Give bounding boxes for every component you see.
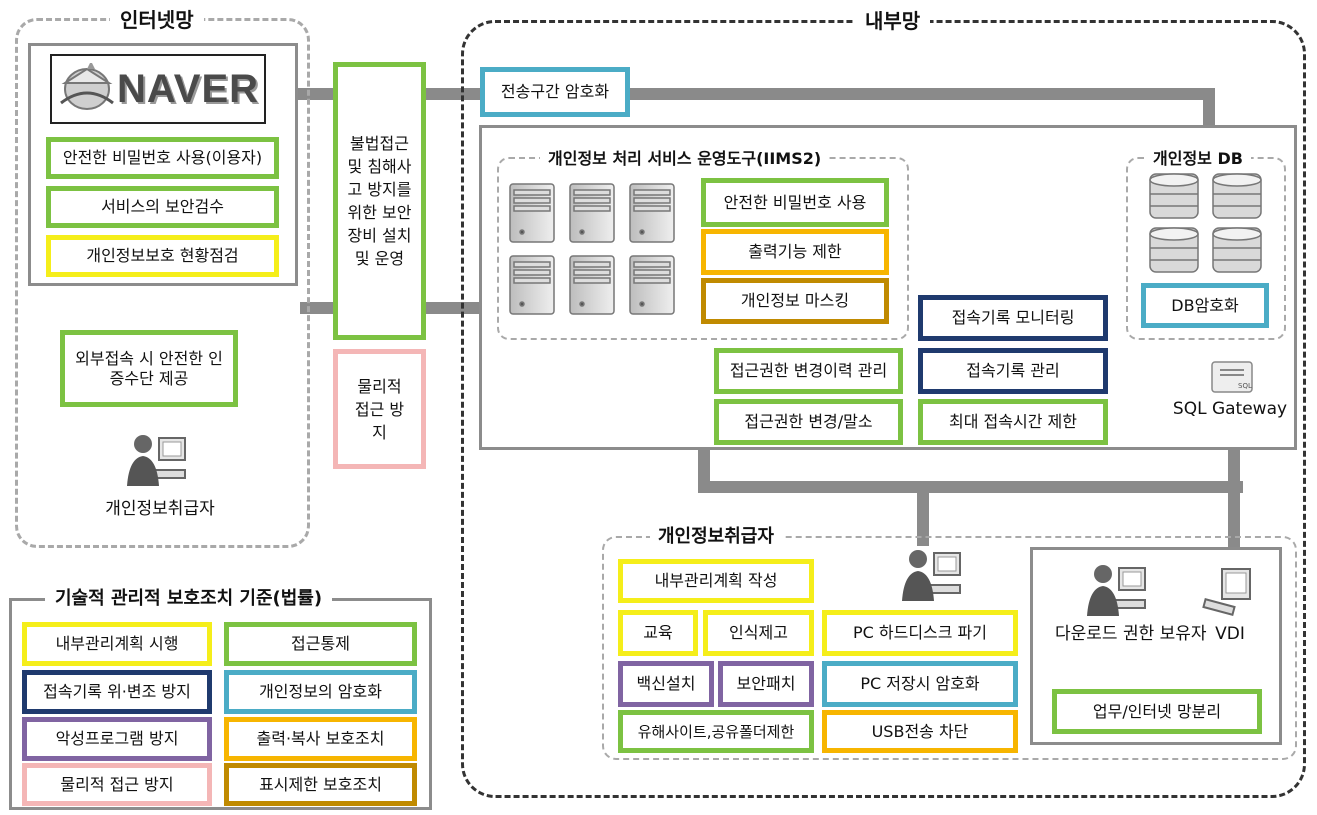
sql-gateway-icon: SQL [1211,361,1253,393]
access-right-revoke-badge: 접근권한 변경/말소 [714,399,903,445]
iims-item-safe-password: 안전한 비밀번호 사용 [701,178,889,227]
internet-external-auth: 외부접속 시 안전한 인증수단 제공 [60,330,238,407]
legend-internal-plan: 내부관리계획 시행 [22,622,212,666]
internet-zone-title: 인터넷망 [110,7,204,33]
internet-item-safe-password-user: 안전한 비밀번호 사용(이용자) [46,137,279,179]
network-separation-badge: 업무/인터넷 망분리 [1052,689,1262,734]
naver-logo: NAVER [50,54,266,124]
legend-physical-access: 물리적 접근 방지 [22,763,212,806]
access-right-change-history-badge: 접근권한 변경이력 관리 [714,348,903,394]
max-session-time-badge: 최대 접속시간 제한 [918,399,1108,445]
vdi-terminal-icon [1202,568,1251,616]
pipe-transmission-to-internal [1203,88,1215,128]
server-cluster-icon [509,183,675,315]
iims-title: 개인정보 처리 서비스 운영도구(IIMS2) [540,146,830,172]
vdi-label: VDI [1215,624,1245,644]
antivirus-badge: 백신설치 [618,661,714,707]
sql-gateway-label: SQL Gateway [1172,399,1288,419]
handler-group [602,536,1297,760]
transmission-encryption-badge: 전송구간 암호화 [480,67,630,117]
access-log-management-badge: 접속기록 관리 [918,348,1108,394]
handler-title: 개인정보취급자 [650,524,782,550]
legend-log-tamper-prevention: 접속기록 위·변조 방지 [22,670,212,714]
internal-plan-writing-badge: 내부관리계획 작성 [618,559,814,603]
download-holder-label: 다운로드 권한 보유자 [1055,624,1207,644]
legend-malware-prevention: 악성프로그램 방지 [22,717,212,761]
database-icon [1149,173,1262,273]
harmful-site-block-badge: 유해사이트,공유폴더제한 [618,710,814,753]
internet-item-privacy-status-check: 개인정보보호 현황점검 [46,235,279,277]
legend-title: 기술적 관리적 보호조치 기준(법률) [45,586,333,612]
iims-item-data-masking: 개인정보 마스킹 [701,278,889,324]
awareness-badge: 인식제고 [703,610,814,656]
physical-access-badge: 물리적 접근 방지 [333,349,426,469]
legend-output-copy-protection: 출력·복사 보호조치 [224,717,417,761]
naver-helmet-icon [60,63,114,110]
pipe-gateway-to-vdi [1228,420,1240,570]
security-patch-badge: 보안패치 [718,661,814,707]
internet-item-service-security-review: 서비스의 보안검수 [46,186,279,228]
legend-display-restriction: 표시제한 보호조치 [224,763,417,806]
db-title: 개인정보 DB [1145,146,1251,172]
internet-handler-label: 개인정보취급자 [105,499,215,519]
access-log-monitoring-badge: 접속기록 모니터링 [918,295,1108,341]
pipe-bus-horizontal [698,481,1243,493]
pc-storage-encryption-badge: PC 저장시 암호화 [822,661,1018,707]
legend-encryption: 개인정보의 암호화 [224,670,417,714]
iims-item-output-restriction: 출력기능 제한 [701,229,889,275]
legend-access-control: 접근통제 [224,622,417,666]
handler-person-computer-icon [902,550,961,601]
usb-transfer-block-badge: USB전송 차단 [822,710,1018,753]
pc-hdd-destruction-badge: PC 하드디스크 파기 [822,610,1018,656]
db-encryption-badge: DB암호화 [1141,283,1269,328]
education-badge: 교육 [618,610,698,656]
pipe-bus-to-handler [917,481,929,546]
internal-zone-title: 내부망 [855,8,931,34]
person-computer-icon [127,435,186,486]
download-holder-person-icon [1087,565,1146,616]
security-equipment-badge: 불법접근 및 침해사고 방지를 위한 보안장비 설치 및 운영 [333,62,426,340]
naver-wordmark: NAVER [116,66,260,111]
svg-text:SQL: SQL [1238,382,1252,390]
